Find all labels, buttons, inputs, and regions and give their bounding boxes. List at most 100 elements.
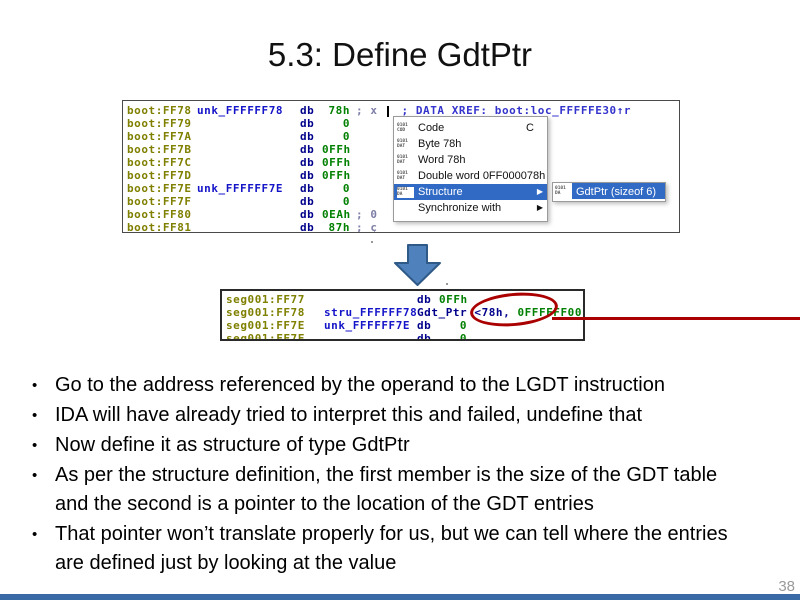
value-cell: 0FFh	[322, 169, 351, 182]
mnemonic-cell: db	[417, 319, 432, 332]
struct-type-cell: Gdt_Ptr	[417, 306, 468, 319]
mnemonic-cell: db	[300, 104, 315, 117]
listing-row: boot:FF79 db 0	[123, 117, 679, 130]
value-cell: 87h	[328, 221, 350, 233]
text-caret	[386, 105, 389, 117]
mnemonic-cell: db	[300, 143, 315, 156]
mnemonic-cell: db	[417, 293, 432, 306]
address-cell: boot:FF77	[127, 101, 197, 104]
mnemonic-cell: db	[300, 169, 315, 182]
listing-row: seg001:FF7F db 0	[222, 332, 583, 341]
submenu-item-label: GdtPtr (sizeof 6)	[572, 183, 665, 199]
listing-row: boot:FF7A db 0	[123, 130, 679, 143]
value-cell: 0	[342, 117, 350, 130]
bullet-item: Now define it as structure of type GdtPt…	[22, 431, 735, 460]
address-cell: boot:FF80	[127, 208, 192, 221]
menu-item-label: Double word 0FF000078h	[418, 170, 546, 182]
address-cell: seg001:FF7E	[226, 319, 305, 332]
struct-value-2: 0FFFFFF00	[510, 306, 582, 319]
value-cell: 0FFh	[322, 156, 351, 169]
menu-item-label: Word 78h	[418, 154, 466, 166]
comment-cell: ; ç	[356, 221, 378, 233]
menu-item-label: Synchronize with	[418, 202, 502, 214]
mnemonic-cell: db	[300, 221, 315, 233]
menu-item-label: Structure	[418, 186, 463, 198]
mnemonic-cell: db	[300, 156, 315, 169]
menu-item-synchronize-with[interactable]: Synchronize with ▶	[394, 200, 547, 216]
label-cell: unk_FFFFFF7E	[324, 319, 411, 332]
mnemonic-cell: db	[300, 130, 315, 143]
value-cell: 0	[342, 195, 350, 208]
address-cell: boot:FF7B	[127, 143, 192, 156]
label-cell: unk_FFFFFF7E	[197, 182, 284, 195]
value-cell: 0FFh	[322, 143, 351, 156]
bullet-list: Go to the address referenced by the oper…	[22, 371, 735, 579]
mnemonic-cell: db	[300, 101, 322, 104]
address-cell: seg001:FF7F	[226, 332, 305, 341]
comment-cell: ; x	[356, 104, 378, 117]
struct-value-1: <78h,	[467, 306, 511, 319]
listing-row: boot:FF81 db 87h ; ç	[123, 221, 679, 233]
address-cell: seg001:FF77	[226, 293, 305, 306]
address-cell: boot:FF79	[127, 117, 192, 130]
bottom-accent-bar	[0, 594, 800, 600]
mnemonic-cell: db	[417, 332, 432, 341]
value-cell: 0EAh	[322, 208, 351, 221]
value-cell: 0	[342, 182, 350, 195]
value-cell: 0	[342, 130, 350, 143]
red-line-annotation	[552, 317, 800, 320]
selection-handle-dot	[371, 241, 373, 243]
menu-shortcut: C	[526, 122, 534, 134]
mnemonic-cell: db	[300, 182, 315, 195]
slide-title: 5.3: Define GdtPtr	[267, 36, 533, 73]
bullet-item: Go to the address referenced by the oper…	[22, 371, 735, 400]
value-cell: 0	[459, 332, 467, 341]
bullet-item: That pointer won’t translate properly fo…	[22, 520, 735, 578]
listing-row: boot:FF7B db 0FFh	[123, 143, 679, 156]
address-cell: boot:FF78	[127, 104, 192, 117]
address-cell: boot:FF81	[127, 221, 192, 233]
label-cell: unk_FFFFFF78	[197, 104, 284, 117]
value-cell: 0FFh	[439, 293, 468, 306]
address-cell: boot:FF7D	[127, 169, 192, 182]
bullet-item: As per the structure definition, the fir…	[22, 461, 735, 519]
menu-item-icon	[397, 202, 414, 214]
value-cell: 0FFh	[322, 101, 350, 104]
page-number: 38	[778, 578, 795, 595]
menu-item-label: Code	[418, 122, 445, 134]
selection-handle-dot	[446, 283, 448, 285]
bullet-item: IDA will have already tried to interpret…	[22, 401, 735, 430]
address-cell: seg001:FF78	[226, 306, 305, 319]
listing-row: boot:FF7D db 0FFh	[123, 169, 679, 182]
mnemonic-cell: db	[300, 208, 315, 221]
down-arrow-shape	[394, 244, 441, 286]
address-cell: boot:FF7A	[127, 130, 192, 143]
address-cell: boot:FF7F	[127, 195, 192, 208]
submenu-arrow-icon: ▶	[536, 203, 543, 212]
value-cell: 0	[459, 319, 467, 332]
mnemonic-cell: db	[300, 117, 315, 130]
